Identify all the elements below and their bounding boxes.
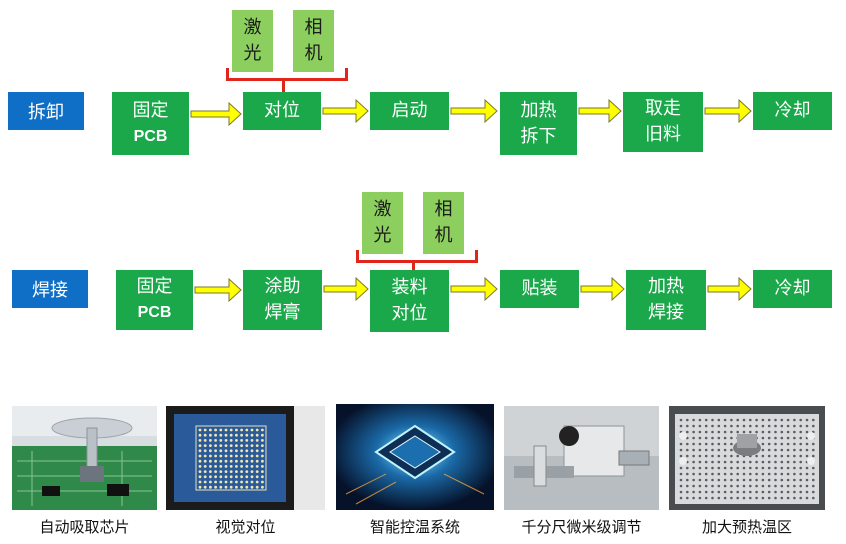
- step-text: 冷却: [774, 278, 811, 299]
- suction-nozzle-photo: [12, 406, 157, 510]
- step-text: 加热: [648, 276, 684, 297]
- flow-arrow-3: [450, 98, 498, 124]
- row1-laser-box: 激光: [232, 10, 273, 72]
- laser-char-1: 激: [373, 199, 392, 220]
- caption-preheat: 加大预热温区: [701, 518, 792, 536]
- caption-micrometer: 千分尺微米级调节: [521, 518, 642, 536]
- step-text: 固定: [136, 276, 173, 297]
- camera-char-1: 相: [434, 199, 453, 220]
- step-text: 固定: [132, 99, 169, 121]
- caption-suction: 自动吸取芯片: [39, 518, 130, 536]
- step-text: 对位: [264, 100, 300, 121]
- row2-step-6: 冷却: [753, 270, 832, 308]
- step-text: PCB: [137, 304, 172, 321]
- flow-arrow-5: [704, 98, 752, 124]
- row1-step-1: 固定 PCB: [112, 92, 189, 155]
- flow-arrow-7: [323, 276, 369, 302]
- step-text: 焊膏: [264, 302, 301, 323]
- row1-step-2: 对位: [243, 92, 321, 130]
- step-text: 冷却: [774, 100, 811, 121]
- flow-arrow-8: [450, 276, 498, 302]
- flow-arrow-4: [578, 98, 622, 124]
- row1-step-6: 冷却: [753, 92, 832, 130]
- flow-arrow-2: [322, 98, 369, 124]
- step-text: 焊接: [648, 302, 684, 323]
- row1-step-4: 加热 拆下: [500, 92, 577, 155]
- flow-arrow-6: [194, 277, 242, 303]
- camera-char-1: 相: [304, 17, 323, 38]
- row2-step-5: 加热 焊接: [626, 270, 706, 330]
- caption-vision: 视觉对位: [215, 518, 276, 536]
- laser-char-2: 光: [243, 43, 262, 64]
- vision-monitor-photo: [166, 406, 325, 510]
- step-text: 启动: [391, 100, 428, 121]
- laser-char-1: 激: [243, 17, 262, 38]
- step-text: 加热: [520, 99, 557, 121]
- step-text: 旧料: [645, 124, 681, 145]
- camera-char-2: 机: [304, 43, 323, 64]
- laser-char-2: 光: [373, 225, 392, 246]
- step-text: PCB: [133, 127, 168, 145]
- step-text: 拆下: [520, 125, 557, 147]
- row2-camera-bracket: [356, 250, 478, 263]
- row1-label: 拆卸: [8, 92, 84, 130]
- row1-step-5: 取走 旧料: [623, 92, 703, 152]
- chip-control-photo: [336, 404, 494, 510]
- step-text: 取走: [645, 98, 681, 119]
- row2-step-2: 涂助 焊膏: [243, 270, 322, 330]
- step-text: 贴装: [521, 278, 558, 299]
- micrometer-photo: [504, 406, 659, 510]
- flow-arrow-9: [580, 276, 625, 302]
- row2-step-3: 装料 对位: [370, 270, 449, 332]
- row1-camera-bracket: [226, 68, 348, 81]
- row2-bracket-stem: [412, 260, 415, 270]
- row1-step-3: 启动: [370, 92, 449, 130]
- flow-arrow-1: [190, 101, 242, 127]
- row1-bracket-stem: [282, 78, 285, 92]
- step-text: 对位: [391, 303, 428, 324]
- preheat-plate-photo: [669, 406, 825, 510]
- row2-laser-box: 激光: [362, 192, 403, 254]
- flow-arrow-10: [707, 276, 752, 302]
- step-text: 装料: [391, 277, 428, 298]
- row2-label: 焊接: [12, 270, 88, 308]
- row2-step-1: 固定 PCB: [116, 270, 193, 330]
- row2-step-4: 贴装: [500, 270, 579, 308]
- step-text: 涂助: [264, 276, 301, 297]
- camera-char-2: 机: [434, 225, 453, 246]
- row2-camera-box: 相机: [423, 192, 464, 254]
- caption-chip: 智能控温系统: [369, 518, 460, 536]
- row1-camera-box: 相机: [293, 10, 334, 72]
